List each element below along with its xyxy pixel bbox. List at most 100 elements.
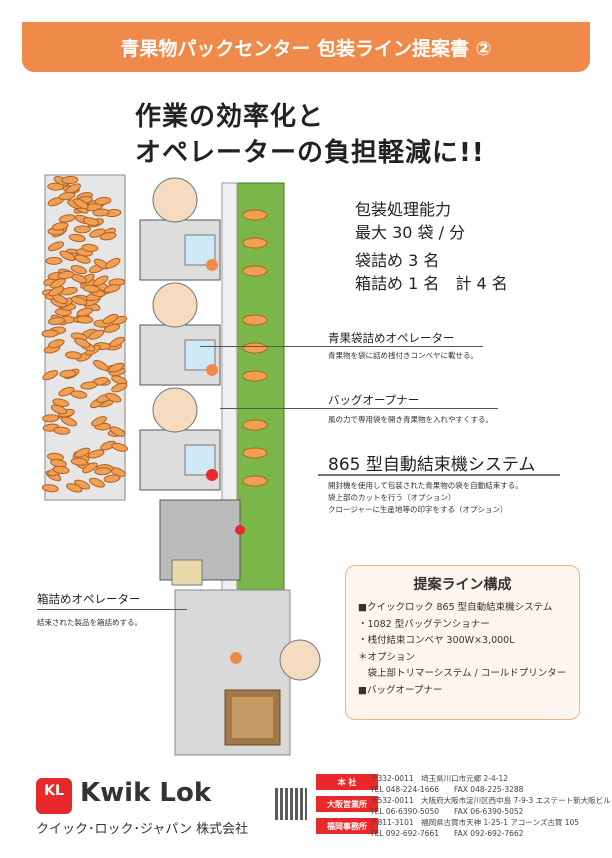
produce-item (59, 369, 77, 378)
produce-item (91, 416, 107, 427)
produce-item (42, 370, 59, 381)
produce-item (74, 337, 91, 348)
produce-item (88, 329, 105, 340)
produce-item (57, 270, 75, 280)
produce-item (47, 241, 65, 252)
produce-bag (242, 447, 268, 459)
office-label-fukuoka: 福岡事務所 (316, 818, 378, 834)
produce-item (68, 233, 86, 243)
headline-line1: 作業の効率化と (135, 102, 325, 132)
produce-item (58, 214, 76, 223)
address: 〒532-0011 大阪府大阪市淀川区西中島 7-9-3 エステート新大阪ビル (370, 796, 611, 805)
produce-item (80, 381, 98, 390)
headline-line2: オペレーターの負担軽減に!! (135, 138, 485, 168)
produce-item (105, 257, 121, 269)
produce-item (74, 254, 91, 264)
logo-mark-text: KL (44, 783, 64, 799)
produce-item (45, 256, 63, 265)
produce-item (108, 362, 125, 373)
capacity-label: 包装処理能力 (355, 200, 452, 219)
produce-bag (242, 342, 268, 354)
produce-item (42, 414, 60, 423)
produce-item (76, 315, 94, 324)
produce-item (103, 474, 121, 483)
fax: FAX 092-692-7662 (454, 829, 524, 838)
produce-item (109, 426, 126, 437)
produce-item (94, 196, 112, 206)
operator-figure (152, 177, 198, 223)
produce-item (70, 296, 88, 306)
callout-bag-opener-title: バッグオープナー (328, 393, 420, 407)
produce-bag (242, 370, 268, 382)
callout-bagging-operator-desc: 青果物を袋に詰め桟付きコンベヤに載せる。 (328, 351, 478, 360)
tel: TEL 092-692-7661 (370, 829, 440, 838)
produce-item (74, 447, 91, 458)
produce-item (111, 442, 128, 452)
produce-item (58, 191, 76, 201)
produce-item (105, 392, 122, 403)
produce-item (76, 307, 93, 317)
produce-item (70, 457, 88, 466)
kwiklok-logo-mark: KL (36, 778, 72, 814)
operator-figure (152, 282, 198, 328)
produce-item (99, 232, 117, 241)
proposal-item: ■バッグオープナー (358, 684, 443, 696)
produce-item (61, 175, 79, 185)
proposal-box: 提案ライン構成 ■クイックロック 865 型自動結束機システム ・1082 型バ… (345, 565, 580, 720)
produce-item (111, 375, 128, 385)
produce-item (41, 329, 59, 338)
produce-item (94, 467, 112, 476)
produce-item (70, 265, 87, 275)
produce-bag (242, 237, 268, 249)
produce-item (60, 416, 77, 427)
produce-item (92, 208, 110, 217)
proposal-title: 提案ライン構成 (413, 577, 512, 593)
fax: FAX 06-6390-5052 (454, 807, 524, 816)
produce-item (103, 284, 121, 293)
header-title: 青果物パックセンター 包装ライン提案書 ② (120, 37, 492, 60)
produce-item (81, 243, 99, 252)
fax: FAX 048-225-3288 (454, 785, 524, 794)
produce-item (53, 426, 71, 435)
produce-item (51, 222, 69, 231)
produce-item (41, 484, 59, 493)
proposal-item: ＊オプション (358, 651, 416, 663)
bagging-staff: 袋詰め 3 名 (355, 251, 440, 270)
callout-bagging-operator-title: 青果袋詰めオペレーター (328, 331, 455, 345)
callout-tying-system-desc: 開封機を使用して包装された青果物の袋を自動結束する。 袋上部のカットを行う（オプ… (328, 480, 523, 516)
produce-item (111, 382, 128, 393)
packing-line-illustration (41, 174, 321, 756)
produce-item (66, 483, 83, 493)
proposal-item: ■クイックロック 865 型自動結束機システム (358, 602, 553, 613)
callout-bag-opener-desc: 風の力で専用袋を開き青果物を入れやすくする。 (328, 415, 493, 424)
office-label-hq: 本 社 (316, 774, 378, 790)
produce-item (82, 284, 100, 293)
desc-line: 袋上部のカットを行う（オプション） (328, 493, 456, 502)
tel: TEL 048-224-1666 (370, 785, 440, 794)
produce-item (87, 449, 105, 459)
produce-item (70, 390, 88, 399)
produce-bag (242, 209, 268, 221)
produce-item (73, 225, 91, 234)
produce-bag (242, 419, 268, 431)
address: 〒332-0011 埼玉県川口市元郷 2-4-12 (370, 774, 508, 783)
office-label-osaka: 大阪営業所 (316, 796, 378, 812)
produce-item (102, 313, 119, 325)
proposal-item: 袋上部トリマーシステム / コールドプリンター (358, 668, 567, 679)
operator-figure (152, 387, 198, 433)
desc-line: クロージャーに生産地等の印字をする（オプション） (328, 505, 508, 514)
produce-item (47, 316, 65, 326)
address: 〒811-3101 福岡県古賀市天神 1-25-1 アコーンズ古賀 105 (370, 818, 580, 827)
qr-code[interactable] (275, 788, 307, 820)
produce-item (93, 275, 109, 287)
produce-item (59, 250, 76, 262)
produce-item (88, 477, 105, 488)
bagging-station (139, 282, 221, 386)
company-name: クイック･ロック･ジャパン 株式会社 (36, 822, 249, 837)
proposal-item: ・桟付結束コンベヤ 300W×3,000L (358, 635, 515, 646)
produce-item (52, 465, 70, 474)
produce-item (48, 339, 65, 349)
callout-boxing-operator-desc: 結束された製品を箱詰めする。 (37, 618, 142, 627)
